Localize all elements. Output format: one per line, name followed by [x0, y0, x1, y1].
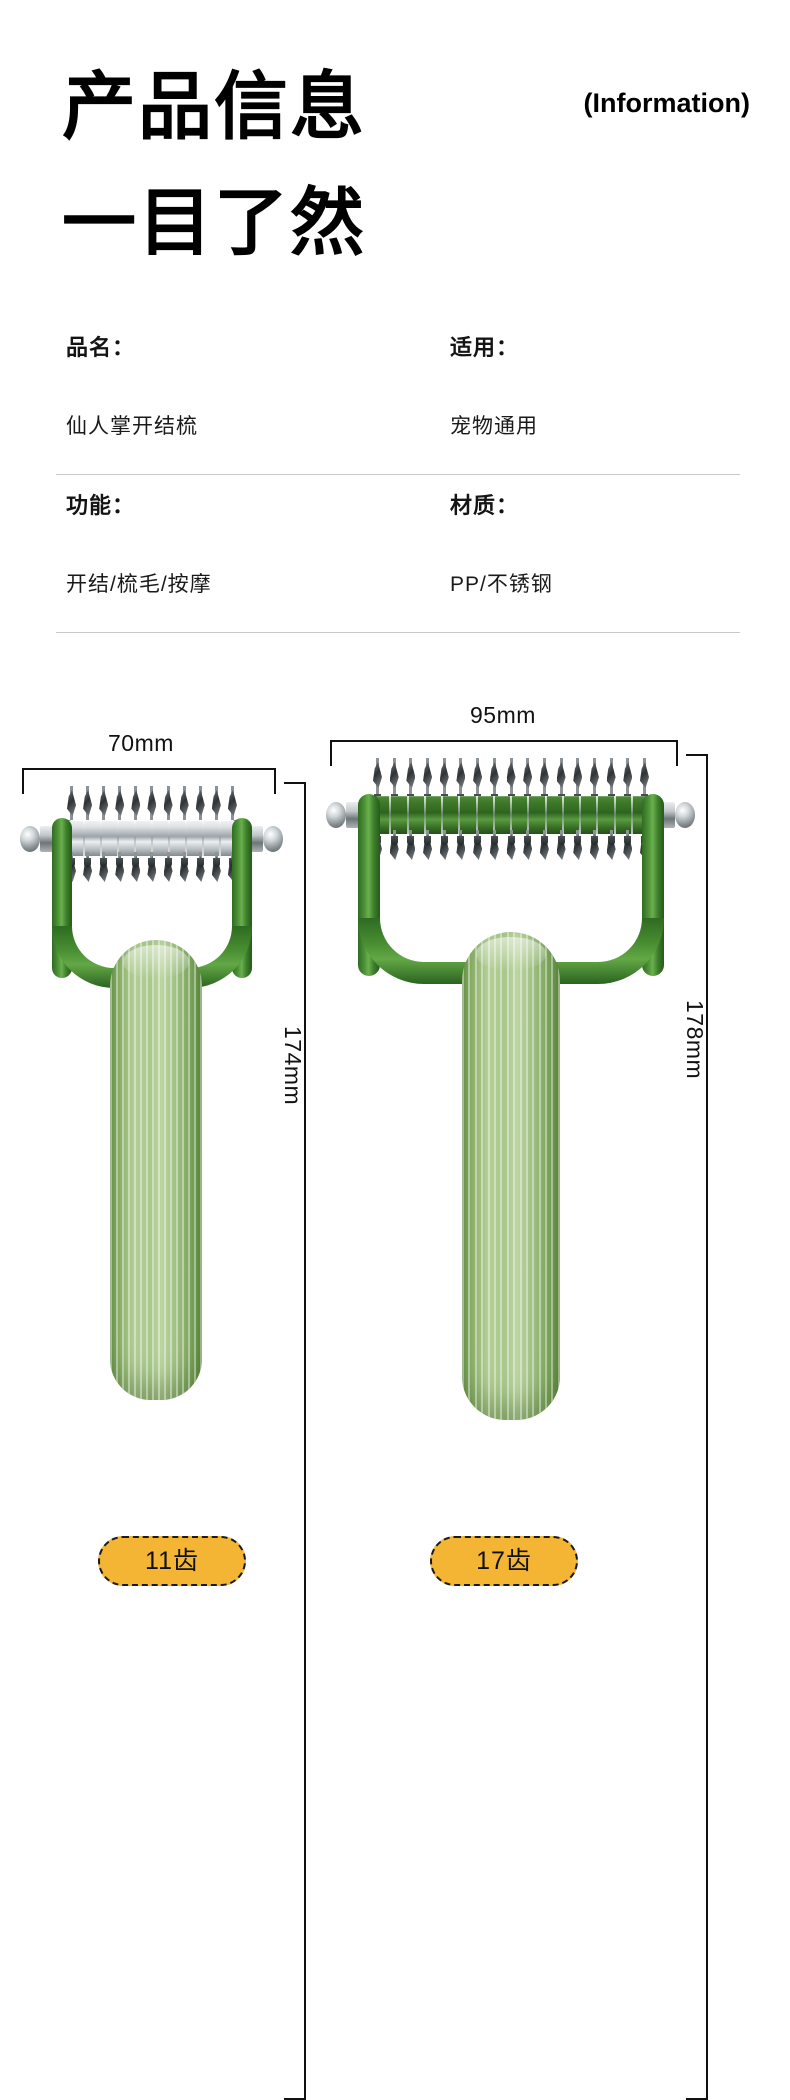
- spec-label: 适用：: [450, 335, 520, 360]
- product-illustrations: 70mm 174mm: [0, 690, 790, 2100]
- spec-divider: [56, 474, 740, 475]
- page-title-line-1: 产品信息: [62, 64, 366, 150]
- handle: [110, 940, 202, 1400]
- dimension-width-label: 95mm: [470, 702, 536, 728]
- spec-row: 品名： 仙人掌开结梳 适用： 宠物通用: [0, 318, 790, 476]
- dimension-height-bracket: [284, 782, 306, 2100]
- handle-ribs: [110, 940, 202, 1400]
- dimension-width-bracket: [330, 740, 678, 766]
- page-title-line-2: 一目了然: [62, 180, 366, 266]
- badge-teeth-17[interactable]: 17齿: [430, 1536, 578, 1586]
- product-comb-17: 95mm 178mm: [320, 690, 790, 2100]
- roller-rings: [368, 796, 654, 834]
- blade-row-lower: [68, 852, 236, 867]
- product-comb-11: 70mm 174mm: [0, 690, 340, 2100]
- spec-value: 宠物通用: [450, 415, 538, 438]
- spec-cell-material: 材质： PP/不锈钢: [450, 476, 780, 634]
- dimension-height-label: 174mm: [280, 1026, 306, 1106]
- spec-row: 功能： 开结/梳毛/按摩 材质： PP/不锈钢: [0, 476, 790, 634]
- spec-label: 材质：: [450, 493, 520, 518]
- spec-divider: [56, 632, 740, 633]
- spec-value: 开结/梳毛/按摩: [66, 573, 212, 596]
- page-title-english: (Information): [583, 88, 750, 118]
- dimension-height-label: 178mm: [682, 1000, 708, 1080]
- spec-cell-product-name: 品名： 仙人掌开结梳: [66, 318, 396, 476]
- spec-cell-suitable-for: 适用： 宠物通用: [450, 318, 780, 476]
- blade-row-lower: [374, 830, 648, 845]
- page-header: 产品信息 一目了然 (Information): [0, 0, 790, 300]
- roller-rings: [62, 820, 242, 856]
- dimension-width-bracket: [22, 768, 276, 794]
- handle-ribs: [462, 932, 560, 1420]
- roller-chrome: [62, 820, 242, 856]
- spec-label: 功能：: [66, 493, 136, 518]
- roller-green: [368, 796, 654, 834]
- spec-table: 品名： 仙人掌开结梳 适用： 宠物通用 功能： 开结/梳毛/按摩 材质： PP/…: [0, 318, 790, 634]
- handle: [462, 932, 560, 1420]
- badge-teeth-11[interactable]: 11齿: [98, 1536, 246, 1586]
- spec-cell-function: 功能： 开结/梳毛/按摩: [66, 476, 396, 634]
- spec-label: 品名：: [66, 335, 136, 360]
- spec-value: PP/不锈钢: [450, 573, 553, 596]
- dimension-height-bracket: [686, 754, 708, 2100]
- spec-value: 仙人掌开结梳: [66, 415, 198, 438]
- teeth-count-badges: 11齿 17齿: [0, 1536, 790, 1606]
- dimension-width-label: 70mm: [108, 730, 174, 756]
